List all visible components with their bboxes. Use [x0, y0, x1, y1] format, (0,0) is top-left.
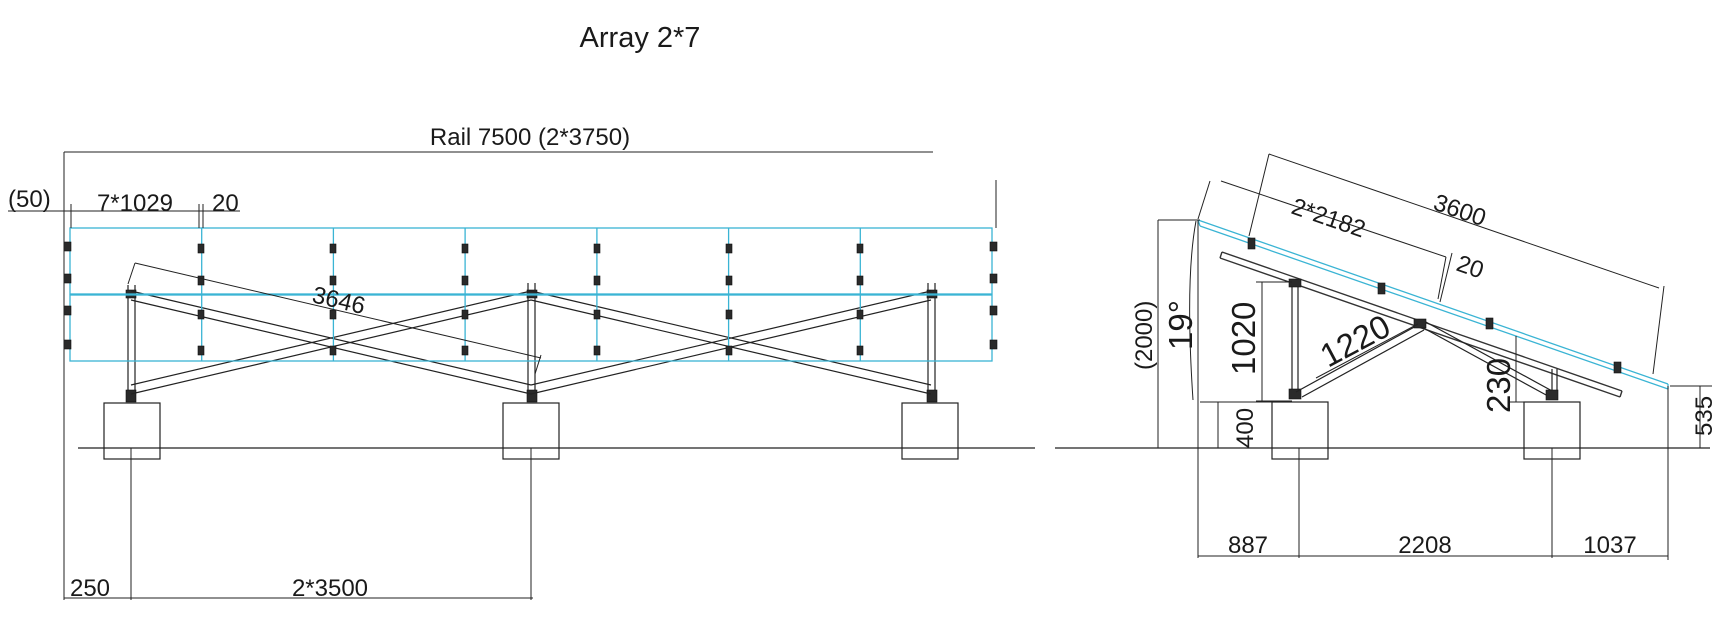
ballast-block-left [103, 402, 161, 460]
strut-length-label: 1220 [1314, 307, 1396, 374]
front-leg-height-dimension: 1020 [1225, 281, 1292, 402]
rear-clearance-label: 230 [1480, 358, 1517, 413]
side-view: 2*2182 3600 20 (2000) 19° 1020 1220 [1055, 153, 1717, 560]
span-label: 2*3500 [292, 575, 368, 602]
rear-overhang-label: 1037 [1583, 532, 1636, 559]
overall-height-label: (2000) [1131, 301, 1158, 370]
cross-bracing [130, 290, 932, 395]
front-overhang-label: 887 [1228, 532, 1268, 559]
module-length-label: 2*2182 [1288, 193, 1369, 243]
ballast-height-label: 400 [1232, 408, 1259, 448]
rear-strut [1413, 318, 1559, 401]
front-leg [1288, 278, 1302, 400]
rail-length-label: Rail 7500 (2*3750) [430, 124, 630, 151]
rear-clearance-dimension: 230 [1480, 336, 1552, 413]
rail-length-label: 3600 [1430, 189, 1489, 232]
edge-distance-label: 250 [70, 575, 110, 602]
tilted-pv-modules [1197, 219, 1669, 390]
front-leg-height-label: 1020 [1225, 302, 1262, 375]
ballast-height-dimension: 400 [1200, 401, 1272, 448]
module-width-dimension: (50) 7*1029 20 [8, 186, 240, 228]
ballast-block-right [901, 402, 959, 460]
module-width-label: 7*1029 [97, 190, 173, 217]
side-bottom-dimensions: 887 2208 1037 [1197, 220, 1668, 559]
front-view: 3646 Rail 7500 (2*3750) (50) 7*1029 20 2… [8, 124, 1035, 602]
ballast-block-front [1271, 401, 1329, 460]
gap-label: 20 [212, 190, 239, 217]
pv-module-grid [69, 227, 993, 362]
drawing-title: Array 2*7 [580, 22, 701, 54]
edge-height-dimension: 535 [1667, 385, 1717, 560]
tilt-angle-label: 19° [1162, 300, 1199, 350]
brace-length-label: 3646 [310, 282, 368, 320]
height-and-angle-dimension: (2000) 19° [1131, 219, 1200, 448]
leg-spacing-label: 2208 [1398, 532, 1451, 559]
foundation-spacing-dimension: 250 2*3500 [64, 448, 533, 602]
module-clamps [63, 241, 998, 356]
rail-length-dimension: Rail 7500 (2*3750) [63, 124, 997, 600]
tilted-rail [1219, 237, 1623, 398]
support-posts [125, 283, 938, 403]
module-length-dimensions: 2*2182 3600 20 [1197, 153, 1665, 375]
offset-label: 20 [1453, 250, 1487, 284]
overhang-label: (50) [8, 186, 51, 213]
edge-height-label: 535 [1691, 396, 1717, 436]
diagonal-strut [1295, 324, 1425, 398]
